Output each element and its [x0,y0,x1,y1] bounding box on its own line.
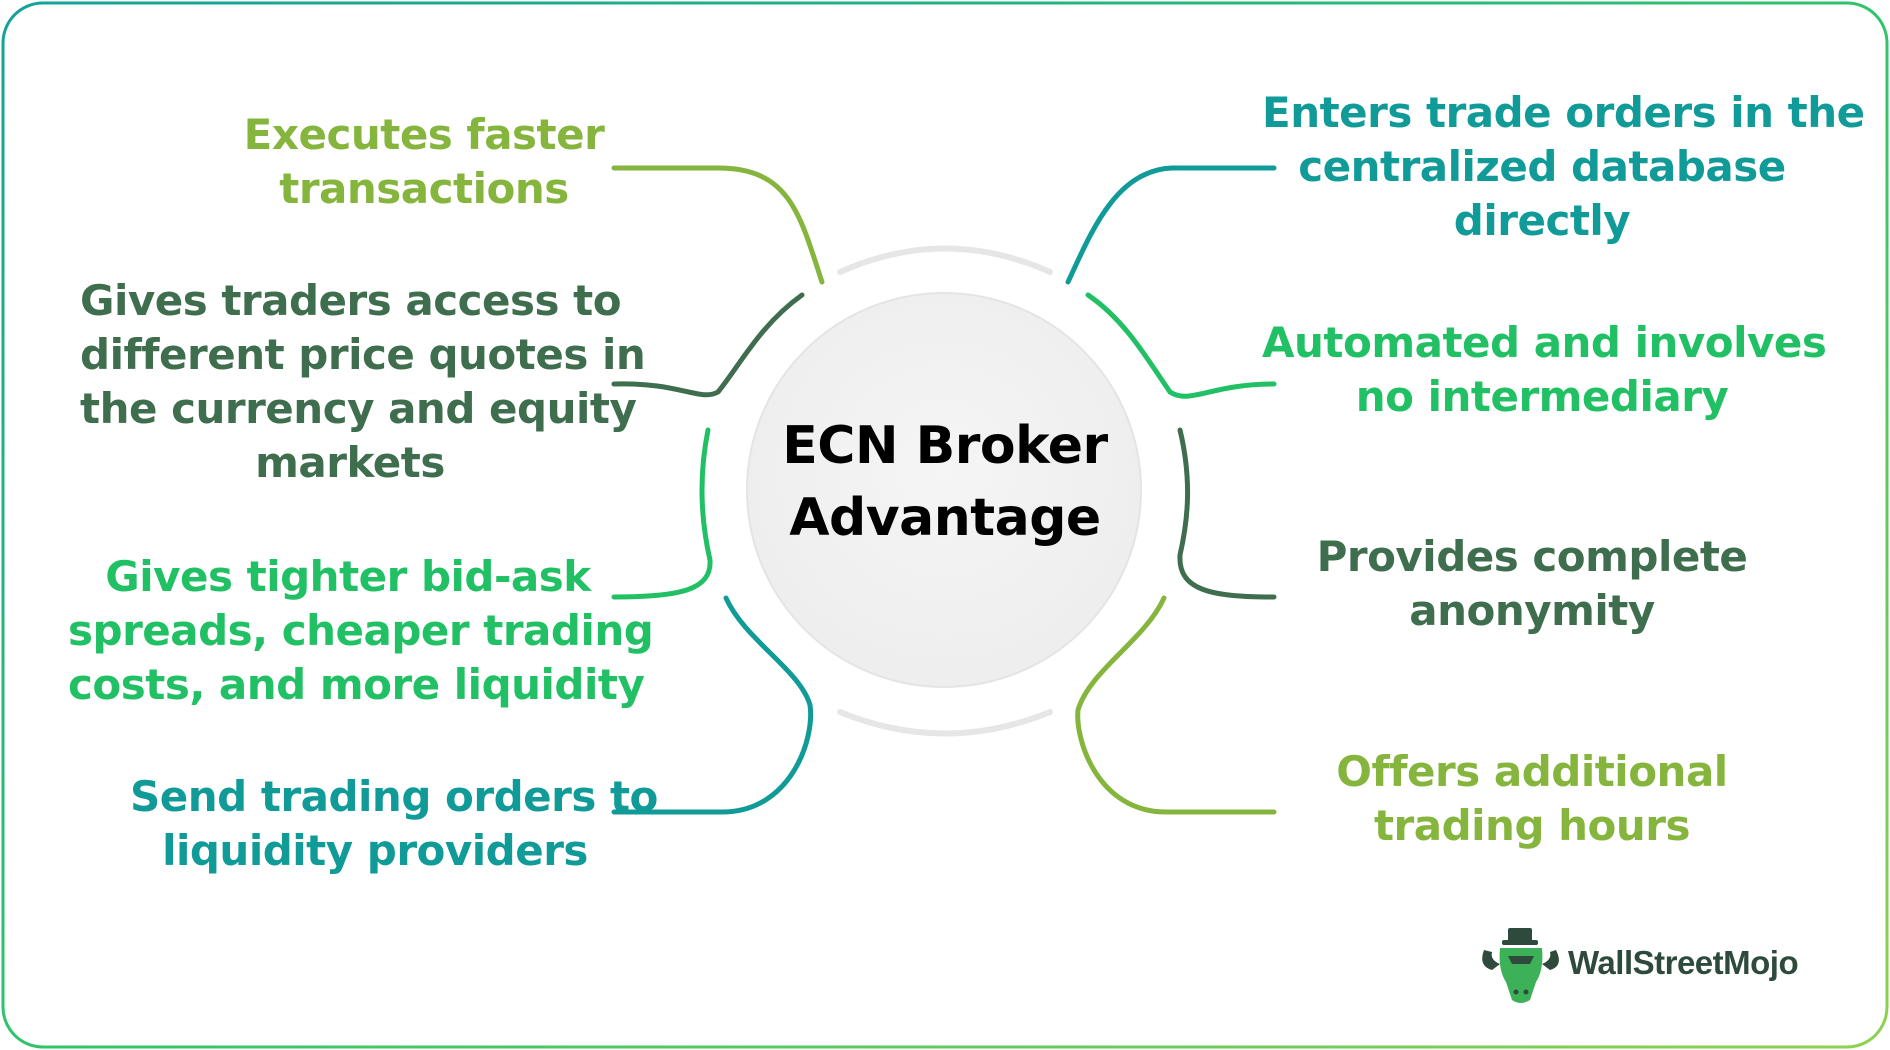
left-item-3-line-1: Gives tighter bid-ask [105,552,591,601]
right-item-1-line-3: directly [1453,196,1631,245]
bottom-ring-arc [837,709,1053,737]
center-title-line-1: ECN Broker [782,416,1108,476]
right-item-4-line-1: Offers additional [1336,747,1728,796]
left-item-2-line-4: markets [255,438,445,487]
connector-right-3 [1177,427,1277,600]
connector-left-2 [611,292,805,398]
logo-text: WallStreetMojo [1568,944,1799,981]
connector-left-3 [611,427,713,600]
right-item-3-line-1: Provides complete [1316,532,1748,581]
connector-right-2 [1085,292,1277,399]
left-item-4-line-2: liquidity providers [162,826,588,875]
left-item-1-line-2: transactions [279,164,569,213]
right-item-1-line-1: Enters trade orders in the [1262,88,1865,137]
right-item-2-line-2: no intermediary [1355,372,1729,421]
right-item-4-line-2: trading hours [1373,801,1691,850]
connector-right-4 [1075,595,1277,815]
right-item-1-line-2: centralized database [1298,142,1786,191]
right-item-trading-hours: Offers additional trading hours [1282,745,1782,853]
left-item-2-line-2: different price quotes in [80,330,646,379]
right-item-automated: Automated and involves no intermediary [1262,316,1827,424]
left-item-executes-faster: Executes faster transactions [224,108,624,216]
top-ring-arc [837,245,1053,275]
left-item-liquidity-providers: Send trading orders to liquidity provide… [130,770,658,878]
bull-mascot-icon [1482,928,1559,1003]
connector-left-4 [611,595,814,815]
connector-right-1 [1065,165,1277,285]
center-circle [746,292,1142,688]
left-item-3-line-2: spreads, cheaper trading [68,606,654,655]
left-item-1-line-1: Executes faster [243,110,605,159]
left-item-3-line-3: costs, and more liquidity [68,660,645,709]
left-item-2-line-3: the currency and equity [80,384,637,433]
right-item-anonymity: Provides complete anonymity [1282,530,1782,638]
right-item-2-line-1: Automated and involves [1262,318,1827,367]
connector-left-1 [611,165,825,285]
left-item-bid-ask: Gives tighter bid-ask spreads, cheaper t… [68,550,654,712]
right-item-centralized-database: Enters trade orders in the centralized d… [1262,86,1865,248]
left-item-price-quotes: Gives traders access to different price … [80,274,646,490]
center-title: ECN Broker Advantage [745,410,1145,554]
left-item-4-line-1: Send trading orders to [130,772,658,821]
right-item-3-line-2: anonymity [1409,586,1655,635]
left-item-2-line-1: Gives traders access to [80,276,622,325]
center-title-line-2: Advantage [789,488,1101,548]
wallstreetmojo-logo: WallStreetMojo [1478,926,1858,1006]
